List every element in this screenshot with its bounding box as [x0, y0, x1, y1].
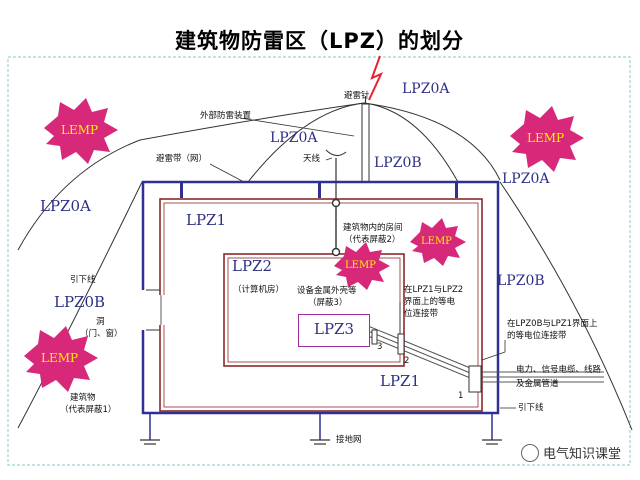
label-cables-line1: 电力、信号电缆、线路	[516, 365, 602, 375]
zone-lpz0b-left: LPZ0B	[54, 293, 106, 311]
label-cables-line2: 及金属管道	[516, 379, 559, 389]
label-num-1: 1	[458, 391, 464, 401]
label-lpz12-line3: 位连接带	[404, 309, 439, 319]
label-antenna: 天线	[303, 154, 321, 164]
page-title: 建筑物防雷区（LPZ）的划分	[175, 29, 464, 53]
roof-post	[180, 182, 183, 198]
label-equipment-line2: （屏蔽3）	[308, 298, 348, 308]
zone-lpz3: LPZ3	[314, 320, 355, 338]
zone-lpz0a-right: LPZ0A	[502, 171, 550, 187]
lemp-burst-lower-left	[24, 326, 98, 392]
label-lpz12-line1: 在LPZ1与LPZ2	[404, 285, 464, 295]
computer-room-shield	[223, 253, 405, 367]
zone-lpz0b-center: LPZ0B	[374, 155, 422, 171]
label-num-2: 2	[404, 356, 410, 366]
protection-arc-top	[247, 102, 459, 183]
lemp-burst-inner-room	[410, 218, 466, 266]
lightning-rod	[361, 103, 370, 183]
label-grounding: 接地网	[336, 435, 362, 445]
protection-arc-right	[363, 102, 501, 181]
label-room-line2: （代表屏蔽2）	[344, 235, 401, 245]
label-num-3: 3	[377, 342, 383, 352]
zone-lpz0a-top: LPZ0A	[402, 81, 450, 97]
watermark: 电气知识课堂	[521, 443, 621, 462]
watermark-text: 电气知识课堂	[543, 447, 622, 462]
bonding-bar-lpz1	[468, 365, 482, 393]
lemp-label-lower-left: LEMP	[41, 351, 79, 365]
lightning-bolt-icon	[368, 55, 384, 101]
roof-post	[455, 182, 458, 198]
lpz3-equipment-box: LPZ3	[298, 314, 370, 347]
label-room-line1: 建筑物内的房间	[343, 223, 403, 233]
label-external-protection: 外部防雷装置	[200, 111, 252, 121]
lemp-label-top-left: LEMP	[61, 123, 99, 137]
label-lightning-rod: 避雷针	[344, 91, 370, 101]
label-lpz12-line2: 界面上的等电	[404, 297, 456, 307]
label-hole-line1: 洞	[96, 317, 105, 327]
zone-lpz1-top: LPZ1	[186, 211, 227, 229]
label-lpz0b1-line1: 在LPZ0B与LPZ1界面上	[507, 319, 598, 329]
label-lightning-belt: 避雷带（网）	[156, 154, 208, 164]
lemp-burst-inner-lpz2	[334, 242, 390, 290]
roof-post	[318, 182, 321, 198]
label-computer-room: （计算机房）	[233, 285, 285, 295]
lemp-burst-top-right	[510, 106, 584, 172]
label-down-conductor-right: 引下线	[518, 403, 544, 413]
label-lpz0b1-line2: 的等电位连接带	[507, 331, 567, 341]
lemp-burst-top-left	[44, 98, 118, 164]
lemp-label-inner-room: LEMP	[421, 236, 452, 247]
bonding-bar-lpz2	[397, 333, 405, 355]
zone-lpz0a-upper-mid: LPZ0A	[270, 130, 318, 146]
zone-lpz2: LPZ2	[232, 257, 273, 275]
label-building-line2: （代表屏蔽1）	[60, 405, 117, 415]
label-building-line1: 建筑物	[70, 393, 96, 403]
protection-arc-left	[17, 102, 365, 251]
label-hole-line2: （门、窗）	[80, 329, 123, 339]
label-down-conductor-left: 引下线	[70, 275, 96, 285]
lemp-label-inner-lpz2: LEMP	[345, 260, 376, 271]
zone-lpz0a-left: LPZ0A	[40, 197, 91, 215]
bonding-bar-lpz3	[371, 329, 378, 345]
label-equipment-line1: 设备金属外壳等	[297, 286, 357, 296]
zone-lpz1-bottom: LPZ1	[380, 372, 421, 390]
wechat-icon	[521, 443, 539, 462]
lemp-label-top-right: LEMP	[527, 131, 565, 145]
protection-arc-left-down	[17, 181, 143, 429]
antenna-icon	[325, 149, 347, 156]
protection-arc-right-down	[499, 181, 633, 431]
outer-frame	[7, 56, 631, 466]
zone-lpz0b-right: LPZ0B	[497, 273, 545, 289]
